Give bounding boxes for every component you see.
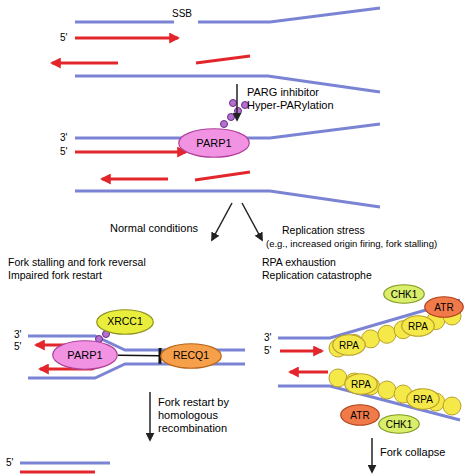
lagging-strand [290,371,328,374]
flow-arrow [236,84,238,120]
inhibition-line [118,355,160,357]
nascent-strand [20,471,95,474]
protein-name: RPA [351,379,371,390]
ellipse-outline [425,297,464,318]
kinase-ellipse: ATR [424,296,464,318]
ellipse-outline [379,415,420,434]
step-label: Fork restart by homologous recombination [158,396,250,435]
outcome-heading: RPA exhaustion [262,256,336,268]
protein-ellipse: PARP1 [178,128,250,158]
protein-name: PARP1 [196,137,231,149]
protein-ellipse: PARP1 [52,340,118,370]
annotation-label: SSB [172,8,192,20]
leading-strand [280,350,322,353]
protein-name: XRCC1 [107,316,143,328]
rpa-protein: RPA [332,334,366,356]
leading-strand [75,151,186,154]
ellipse-outline [407,389,440,410]
outcome-heading: Replication catastrophe [262,269,372,281]
condition-label: Replication stress [282,224,365,236]
protein-name: RPA [408,321,428,332]
condition-note: (e.g., increased origin firing, fork sta… [266,238,437,249]
parental-strand [28,364,245,378]
flow-arrow [371,438,373,472]
protein-ellipse: RECQ1 [160,343,222,369]
condition-label: Normal conditions [110,222,198,235]
kinase-ellipse: CHK1 [383,284,425,304]
rpa-bead [378,381,396,399]
par-chain [230,100,237,107]
step-label: Fork collapse [380,446,445,459]
rpa-bead [443,397,461,415]
kinase-ellipse: CHK1 [378,414,420,434]
strand-end-label: 5' [60,32,67,44]
parental-strand [75,8,380,22]
ellipse-outline [341,405,380,426]
parental-strand [20,462,110,465]
outcome-heading: Impaired fork restart [8,269,102,281]
protein-name: ATR [434,302,453,313]
par-chain [235,108,242,115]
parental-strand [75,191,380,207]
step-label: PARG inhibitor Hyper-PARylation [247,86,347,112]
strand-end-label: 5' [60,146,67,158]
okazaki-fragment [196,56,250,63]
kinase-ellipse: ATR [340,404,380,426]
ellipse-outline [384,285,425,304]
flow-arrow [149,392,151,440]
ellipse-outline [333,335,366,356]
par-chain [228,114,235,121]
ellipse-outline [345,374,378,395]
rpa-protein: RPA [401,315,435,337]
flow-arrow [242,203,262,240]
strand-end-label: 5' [14,341,21,353]
ellipse-outline [402,316,435,337]
protein-name: RPA [413,394,433,405]
strand-end-label: 3' [264,332,271,344]
ellipse-outline [53,341,118,370]
ellipse-outline [161,344,222,369]
protein-name: RPA [339,340,359,351]
parental-strand [75,76,380,92]
rpa-protein: RPA [344,373,378,395]
strand-end-label: 5' [264,345,271,357]
protein-name: CHK1 [386,419,413,430]
okazaki-fragment [195,172,250,180]
leading-strand [75,37,178,40]
ellipse-outline [97,310,154,335]
protein-name: PARP1 [67,349,102,361]
outcome-heading: Fork stalling and fork reversal [8,256,146,268]
par-chain [221,121,228,128]
strand-end-label: 5' [6,457,13,469]
rpa-bead [378,325,396,343]
protein-name: CHK1 [391,289,418,300]
protein-ellipse: XRCC1 [96,309,154,335]
lagging-strand [52,62,118,65]
rpa-protein: RPA [406,388,440,410]
flow-arrow [212,203,232,240]
lagging-strand [102,178,168,181]
strand-end-label: 3' [60,132,67,144]
ellipse-outline [179,129,250,158]
strand-end-label: 3' [14,329,21,341]
protein-name: ATR [350,410,369,421]
protein-name: RECQ1 [173,350,209,362]
